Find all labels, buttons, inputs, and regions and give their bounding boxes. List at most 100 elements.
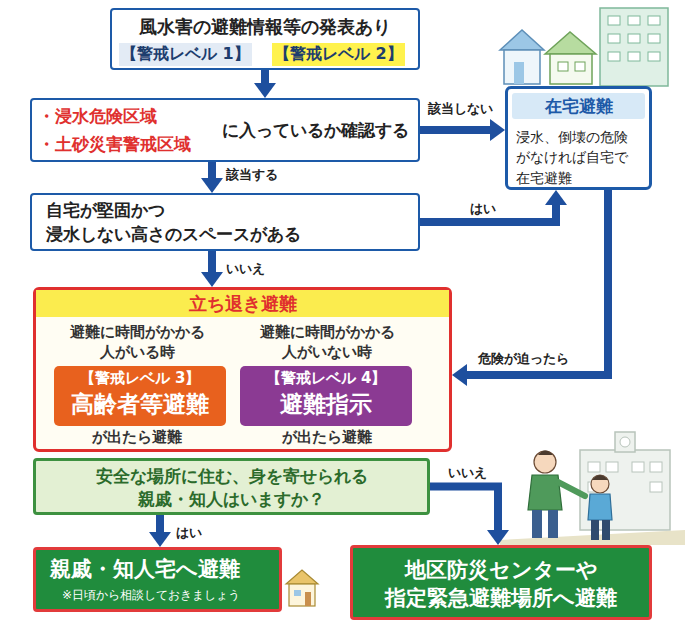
houses-illustration [500, 8, 668, 86]
arrow-label: はい [470, 200, 496, 218]
arrow-label: いいえ [448, 464, 487, 482]
adult-hair [538, 451, 553, 456]
condition-text: 避難に時間がかかる 人がいない時 [234, 323, 420, 362]
zone-name: ・土砂災害警戒区域 [38, 133, 191, 155]
arrow-head [545, 190, 567, 205]
arrow-label: 該当する [226, 166, 278, 184]
flow-arrow [452, 190, 608, 386]
window [588, 462, 600, 472]
notice-box: 風水害の避難情報等の発表あり【警戒レベル 1】【警戒レベル 2】 [110, 8, 420, 70]
house-roof [500, 30, 544, 50]
child-hair [592, 475, 608, 480]
flow-arrow [420, 119, 505, 141]
house-roof [286, 570, 318, 584]
house-wall [504, 50, 540, 84]
box-heading: 立ち退き避難 [36, 290, 449, 317]
arrow-line [156, 515, 164, 534]
people-illustration [528, 451, 612, 541]
school-tower [615, 432, 635, 452]
condition-text: 避難に時間がかかる 人がいる時 [44, 323, 230, 362]
window [632, 462, 644, 472]
box-body: 浸水、倒壊の危険 がなければ自宅で 在宅避難 [516, 127, 644, 188]
arrow-line [261, 70, 269, 85]
house-roof [545, 32, 596, 54]
window [294, 590, 301, 596]
window [558, 62, 568, 71]
house-door [305, 592, 311, 606]
flow-arrow [430, 487, 509, 546]
flow-arrow [254, 70, 276, 98]
arrow-label: はい [176, 524, 202, 542]
school-building [580, 450, 670, 530]
arrow-line [420, 126, 492, 134]
destination-text: 地区防災センターや 指定緊急避難場所へ避難 [363, 556, 639, 613]
window [650, 482, 662, 492]
box-heading: 在宅避難 [512, 93, 645, 119]
window [608, 52, 620, 61]
arrow-label: いいえ [226, 260, 265, 278]
house-door [514, 62, 524, 84]
window [648, 16, 660, 25]
arrow-line [208, 251, 216, 274]
arrow-head [201, 272, 223, 287]
level-box: 【警戒レベル 3】高齢者等避難 [54, 366, 226, 426]
window [628, 52, 640, 61]
stay-home-box: 在宅避難浸水、倒壊の危険 がなければ自宅で 在宅避難 [505, 86, 652, 190]
house-wall [289, 584, 315, 606]
window [648, 52, 660, 61]
child-leg [602, 520, 610, 540]
window [608, 16, 620, 25]
check-box: ・浸水危険区域・土砂災害警戒区域 に入っているか確認する [30, 98, 420, 162]
window [648, 34, 660, 43]
decision-box: 自宅が堅固かつ 浸水しない高さのスペースがある [30, 193, 420, 251]
child-leg [591, 520, 599, 540]
note-text: ※日頃から相談しておきましょう [62, 588, 240, 604]
level-box: 【警戒レベル 4】避難指示 [240, 366, 412, 426]
destination-box: 地区防災センターや 指定緊急避難場所へ避難 [350, 545, 652, 620]
question-text: 自宅が堅固かつ 浸水しない高さのスペースがある [46, 199, 356, 247]
window [628, 16, 640, 25]
flow-arrow [149, 515, 171, 547]
adult-leg [532, 510, 542, 538]
child-head [591, 475, 609, 493]
arrow-head [452, 364, 467, 386]
house-icon [286, 570, 318, 606]
check-text: に入っているか確認する [222, 119, 409, 141]
child-body [588, 494, 612, 520]
arrow-head [254, 83, 276, 98]
level-tag: 【警戒レベル 2】 [272, 43, 405, 66]
house-wall [550, 54, 592, 84]
arrow-head [487, 530, 509, 545]
zone-name: ・浸水危険区域 [38, 105, 157, 127]
flow-arrow [201, 251, 223, 287]
arrow-head [201, 178, 223, 193]
flow-arrow [201, 162, 223, 193]
level-name: 高齢者等避難 [54, 390, 226, 420]
apartment-building [600, 8, 668, 86]
window [650, 462, 662, 472]
arrow-line [430, 487, 498, 533]
evacuate-box: 立ち退き避難避難に時間がかかる 人がいる時が出たら避難 避難に時間がかかる 人がい… [33, 287, 452, 452]
destination-box: 親戚・知人宅へ避難 ※日頃から相談しておきましょう [33, 547, 282, 612]
school-illustration [580, 432, 670, 530]
condition-text: が出たら避難 [44, 428, 230, 448]
destination-text: 親戚・知人宅へ避難 [50, 556, 240, 583]
window [575, 62, 585, 71]
question-box: 安全な場所に住む、身を寄せられる 親戚・知人はいますか？ [33, 458, 430, 515]
arrow-label: 危険が迫ったら [478, 350, 569, 368]
level-tag: 【警戒レベル 1】 [119, 43, 252, 66]
window [606, 462, 618, 472]
arrow-line [465, 190, 608, 375]
arrow-head [490, 119, 505, 141]
adult-arm [558, 482, 585, 496]
clock [620, 437, 630, 447]
flow-arrow [420, 190, 567, 222]
adult-head [534, 451, 556, 473]
adult-leg [548, 510, 558, 538]
notice-text: 風水害の避難情報等の発表あり [112, 15, 418, 38]
window [608, 34, 620, 43]
level-tag: 【警戒レベル 4】 [240, 369, 412, 389]
question-text: 安全な場所に住む、身を寄せられる 親戚・知人はいますか？ [81, 465, 382, 511]
arrow-label: 該当しない [428, 100, 493, 118]
window [628, 34, 640, 43]
